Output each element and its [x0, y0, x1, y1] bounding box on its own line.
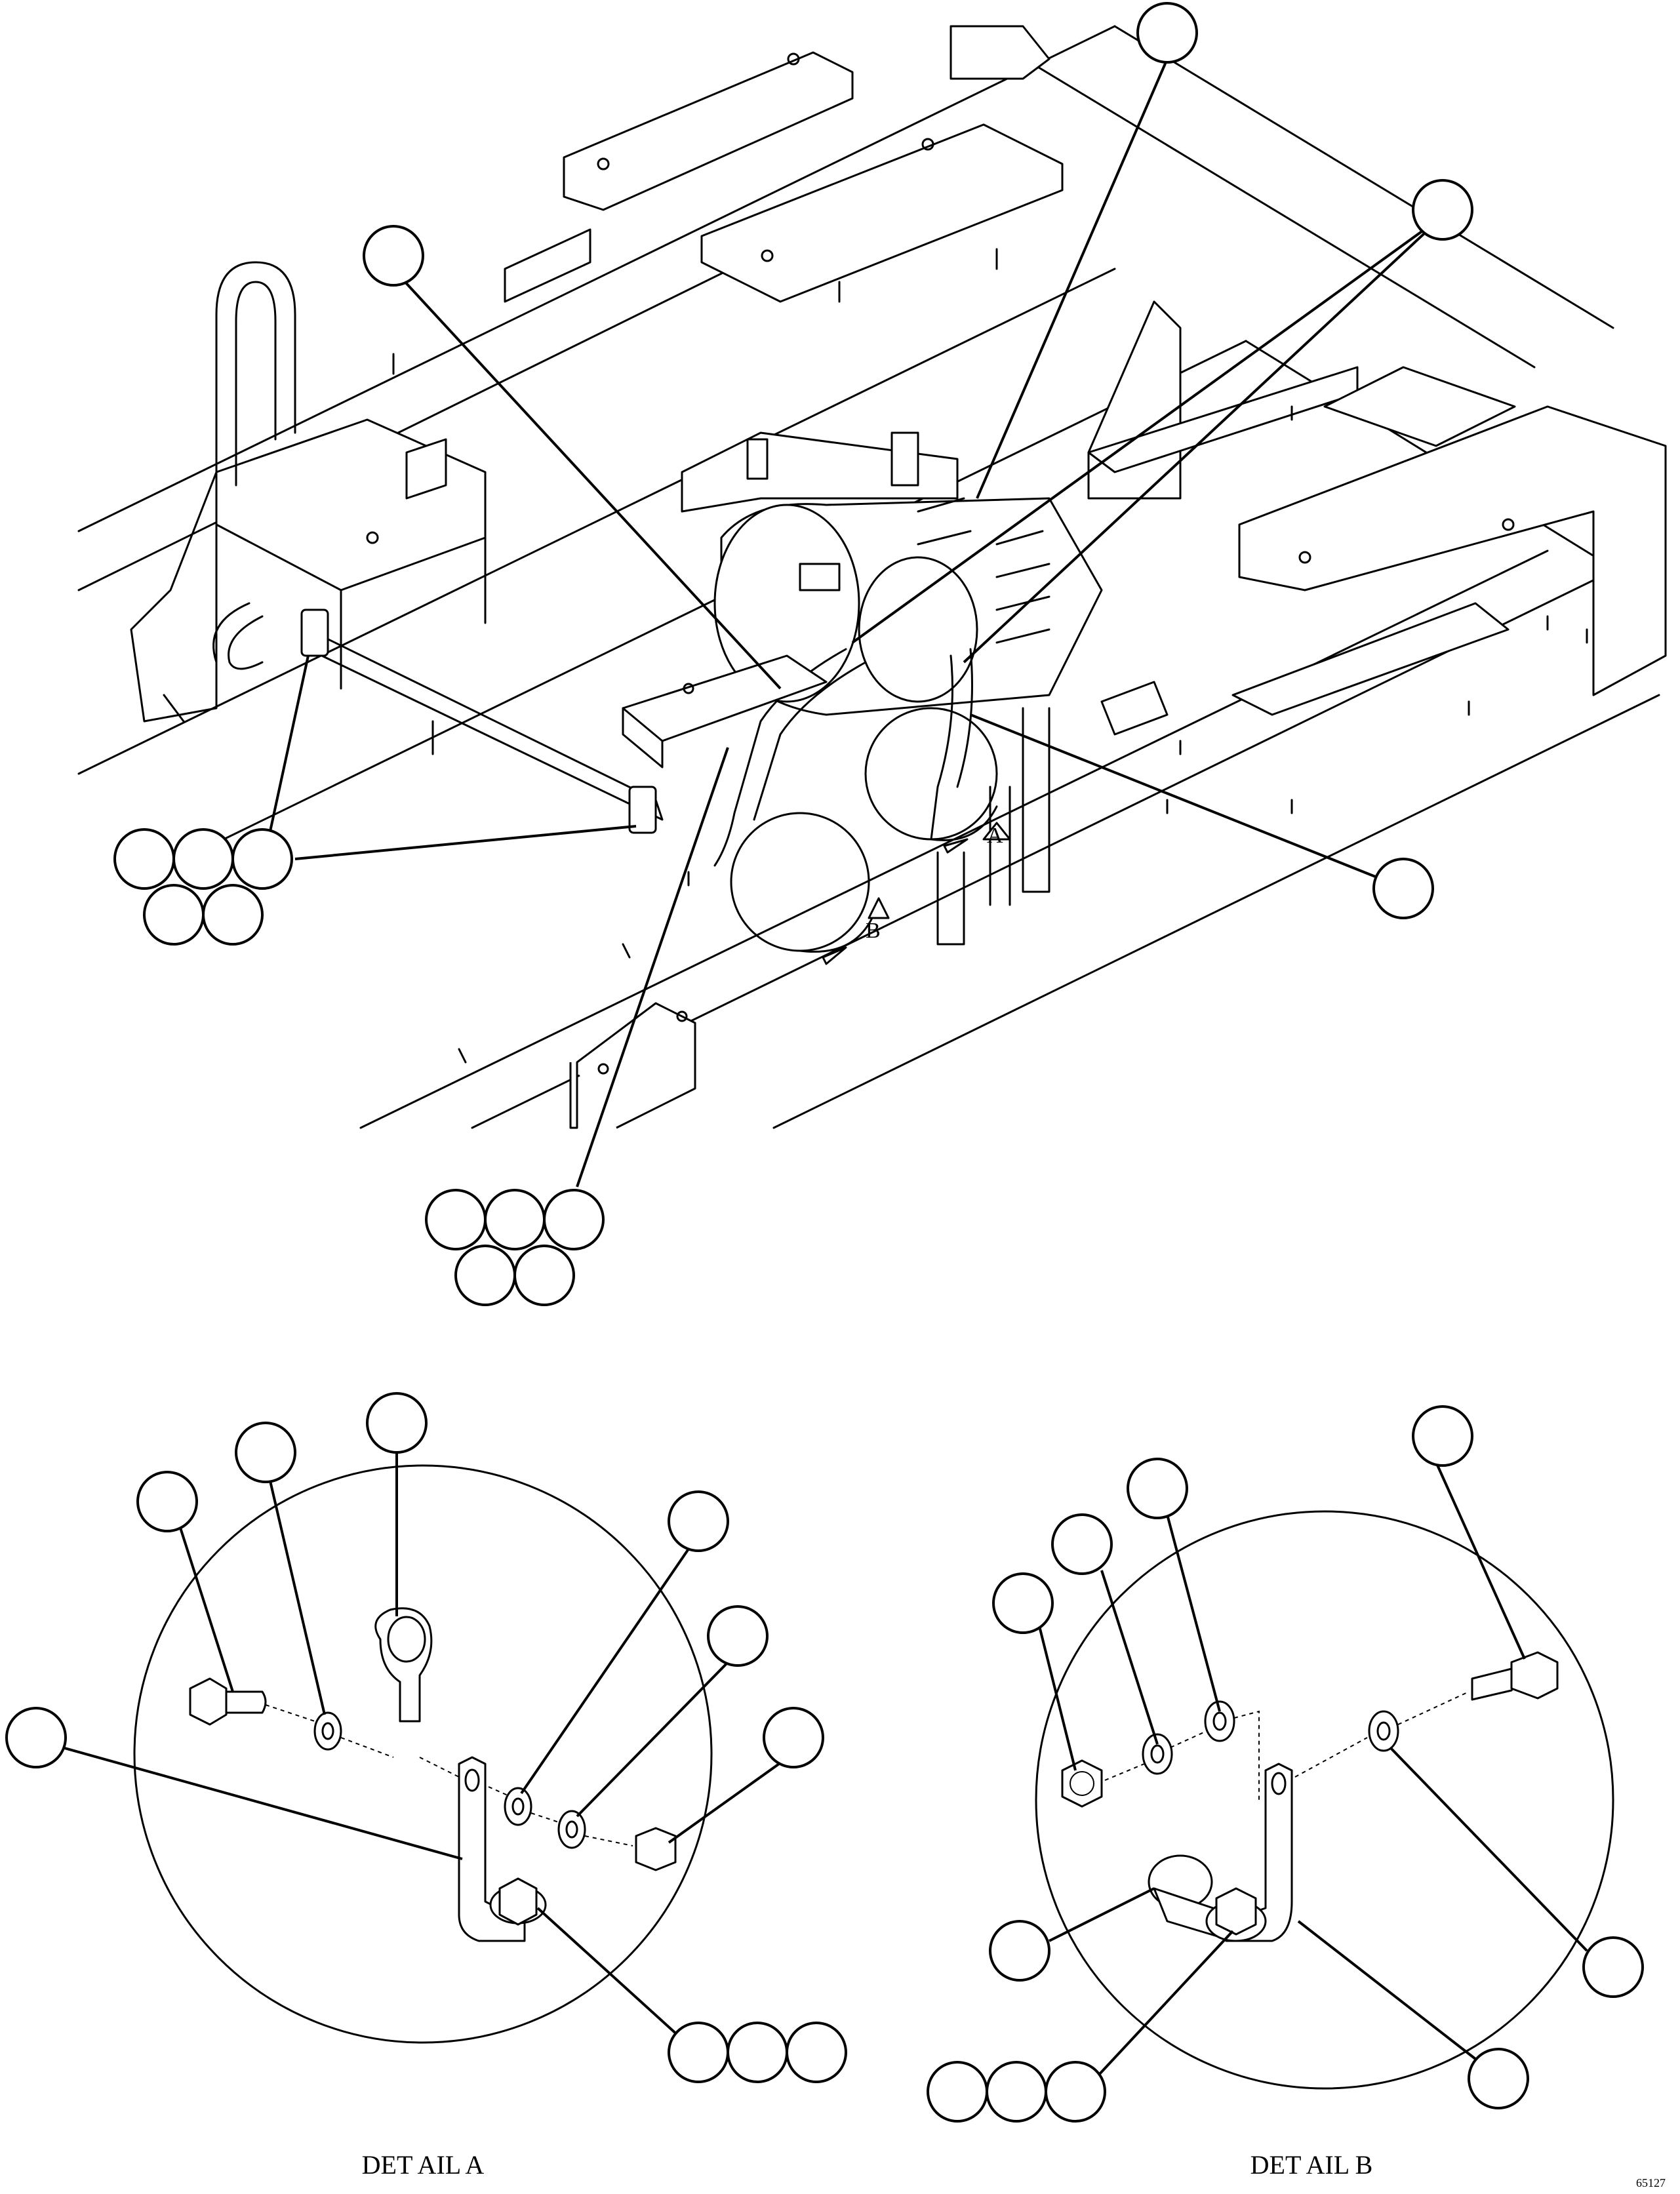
- callout-balloon: [1372, 858, 1434, 919]
- callout-balloon: [113, 828, 175, 890]
- callout-balloon: [366, 1392, 428, 1454]
- detail-b-marker: B: [866, 919, 881, 943]
- detail-b-view: [1035, 1510, 1614, 2090]
- callout-balloon: [1045, 2061, 1106, 2123]
- detail-a-indicator: A: [864, 707, 1011, 854]
- callout-balloon: [989, 1920, 1050, 1982]
- callout-balloon: [543, 1189, 605, 1250]
- callout-balloon: [986, 2061, 1047, 2123]
- callout-balloon: [1412, 179, 1473, 241]
- figure-number: 65127: [1636, 2176, 1666, 2189]
- detail-a-view: [133, 1464, 713, 2044]
- callout-balloon: [5, 1707, 67, 1768]
- callout-balloon: [927, 2061, 988, 2123]
- main-callouts: [113, 2, 1473, 1306]
- callout-balloon: [484, 1189, 546, 1250]
- callout-balloon: [1127, 1458, 1188, 1519]
- callout-balloon: [727, 2022, 788, 2083]
- callout-balloon: [172, 828, 234, 890]
- callout-balloon: [668, 1490, 729, 1552]
- callout-balloon: [231, 828, 293, 890]
- detail-a-marker: A: [987, 824, 1003, 848]
- callout-balloon: [1468, 2048, 1529, 2109]
- detail-b-caption: DET AIL B: [1250, 2150, 1373, 2180]
- callout-balloon: [202, 884, 264, 946]
- callout-balloon: [235, 1422, 296, 1483]
- callout-balloon: [707, 1605, 769, 1667]
- detail-a-caption: DET AIL A: [362, 2150, 485, 2180]
- detail-b-callouts: [927, 1405, 1644, 2123]
- callout-balloon: [454, 1245, 516, 1306]
- frame-assembly: [77, 25, 1667, 1129]
- callout-balloon: [1412, 1405, 1473, 1467]
- callout-balloon: [143, 884, 205, 946]
- callout-balloon: [425, 1189, 487, 1250]
- callout-balloon: [992, 1572, 1054, 1634]
- callout-balloon: [1136, 2, 1198, 64]
- callout-balloon: [136, 1471, 198, 1532]
- callout-balloon: [668, 2022, 729, 2083]
- callout-balloon: [513, 1245, 575, 1306]
- detail-a-callouts: [5, 1392, 847, 2083]
- callout-balloon: [363, 225, 424, 287]
- detail-b-indicator: B: [730, 812, 890, 965]
- callout-balloon: [1582, 1936, 1644, 1998]
- callout-balloon: [1051, 1513, 1113, 1575]
- callout-balloon: [763, 1707, 824, 1768]
- callout-balloon: [786, 2022, 847, 2083]
